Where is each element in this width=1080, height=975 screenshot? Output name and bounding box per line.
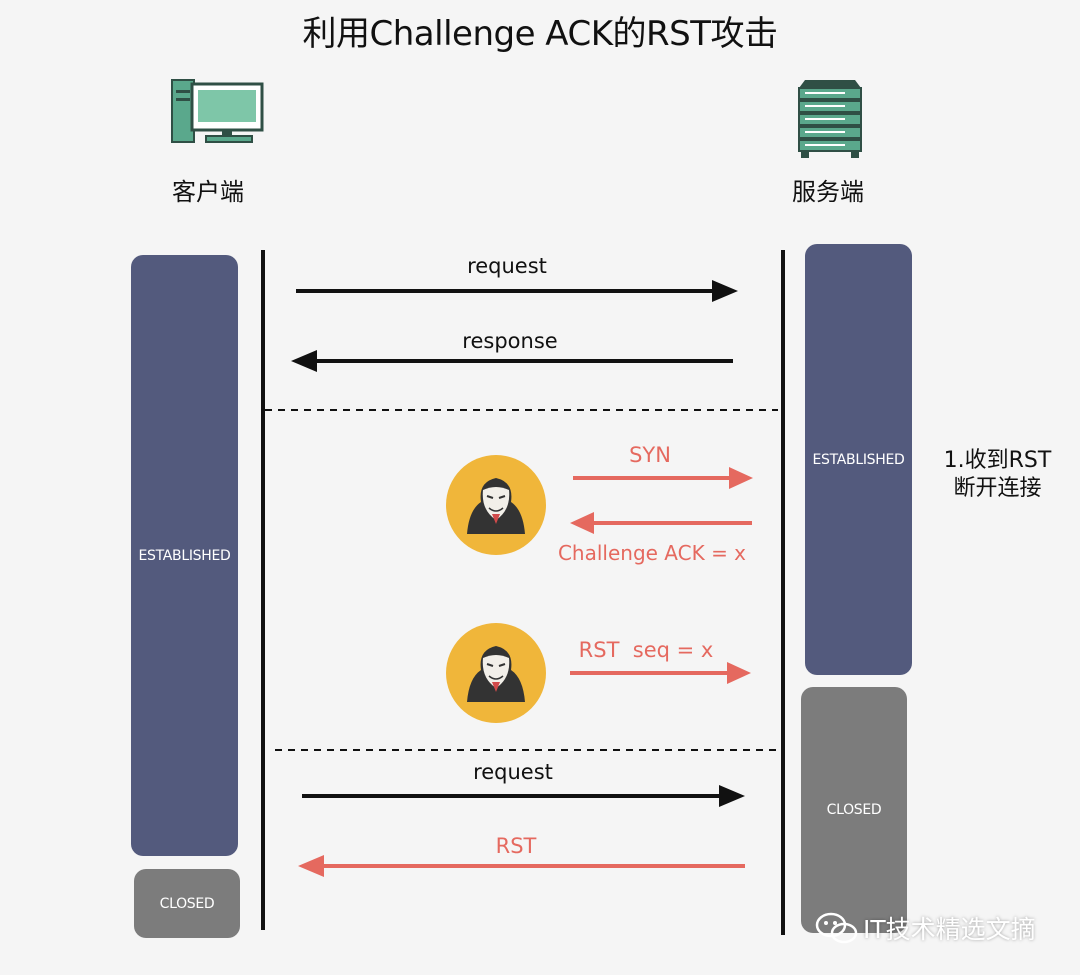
- desktop-computer-icon: [171, 79, 264, 143]
- server-established-state: ESTABLISHED: [805, 244, 912, 675]
- server-note: 1.收到RST 断开连接: [930, 447, 1065, 503]
- client-established-label: ESTABLISHED: [138, 547, 231, 564]
- client-closed-state: CLOSED: [134, 869, 240, 938]
- challenge-ack-arrowhead: [570, 512, 594, 534]
- syn-arrowhead: [729, 467, 753, 489]
- wechat-icon: [815, 912, 858, 944]
- rst-arrowhead: [298, 855, 324, 877]
- response-arrowhead: [291, 350, 317, 372]
- request-arrowhead-1: [712, 280, 738, 302]
- diagram-title: 利用Challenge ACK的RST攻击: [302, 14, 778, 54]
- response-label: response: [462, 329, 558, 353]
- watermark-text: IT技术精选文摘: [863, 915, 1036, 944]
- server-closed-state: CLOSED: [801, 687, 907, 933]
- server-established-label: ESTABLISHED: [812, 451, 905, 468]
- server-rack-icon: [798, 80, 862, 158]
- request-label-1: request: [467, 254, 547, 278]
- rst-seq-arrowhead: [727, 662, 751, 684]
- client-label: 客户端: [172, 178, 244, 206]
- watermark: IT技术精选文摘: [815, 910, 1036, 946]
- hacker-mask-icon: [446, 455, 546, 555]
- request-arrowhead-2: [719, 785, 745, 807]
- client-closed-label: CLOSED: [159, 895, 215, 912]
- server-label: 服务端: [792, 178, 864, 206]
- rst-seq-label: RST seq = x: [578, 638, 714, 662]
- request-label-2: request: [473, 760, 553, 784]
- rst-label: RST: [495, 834, 537, 858]
- server-note-line1: 1.收到RST: [943, 448, 1052, 473]
- challenge-ack-label: Challenge ACK = x: [557, 541, 747, 565]
- client-established-state: ESTABLISHED: [131, 255, 238, 856]
- syn-label: SYN: [629, 443, 671, 467]
- hacker-mask-icon: [446, 623, 546, 723]
- server-closed-label: CLOSED: [826, 802, 882, 818]
- server-note-line2: 断开连接: [953, 476, 1042, 501]
